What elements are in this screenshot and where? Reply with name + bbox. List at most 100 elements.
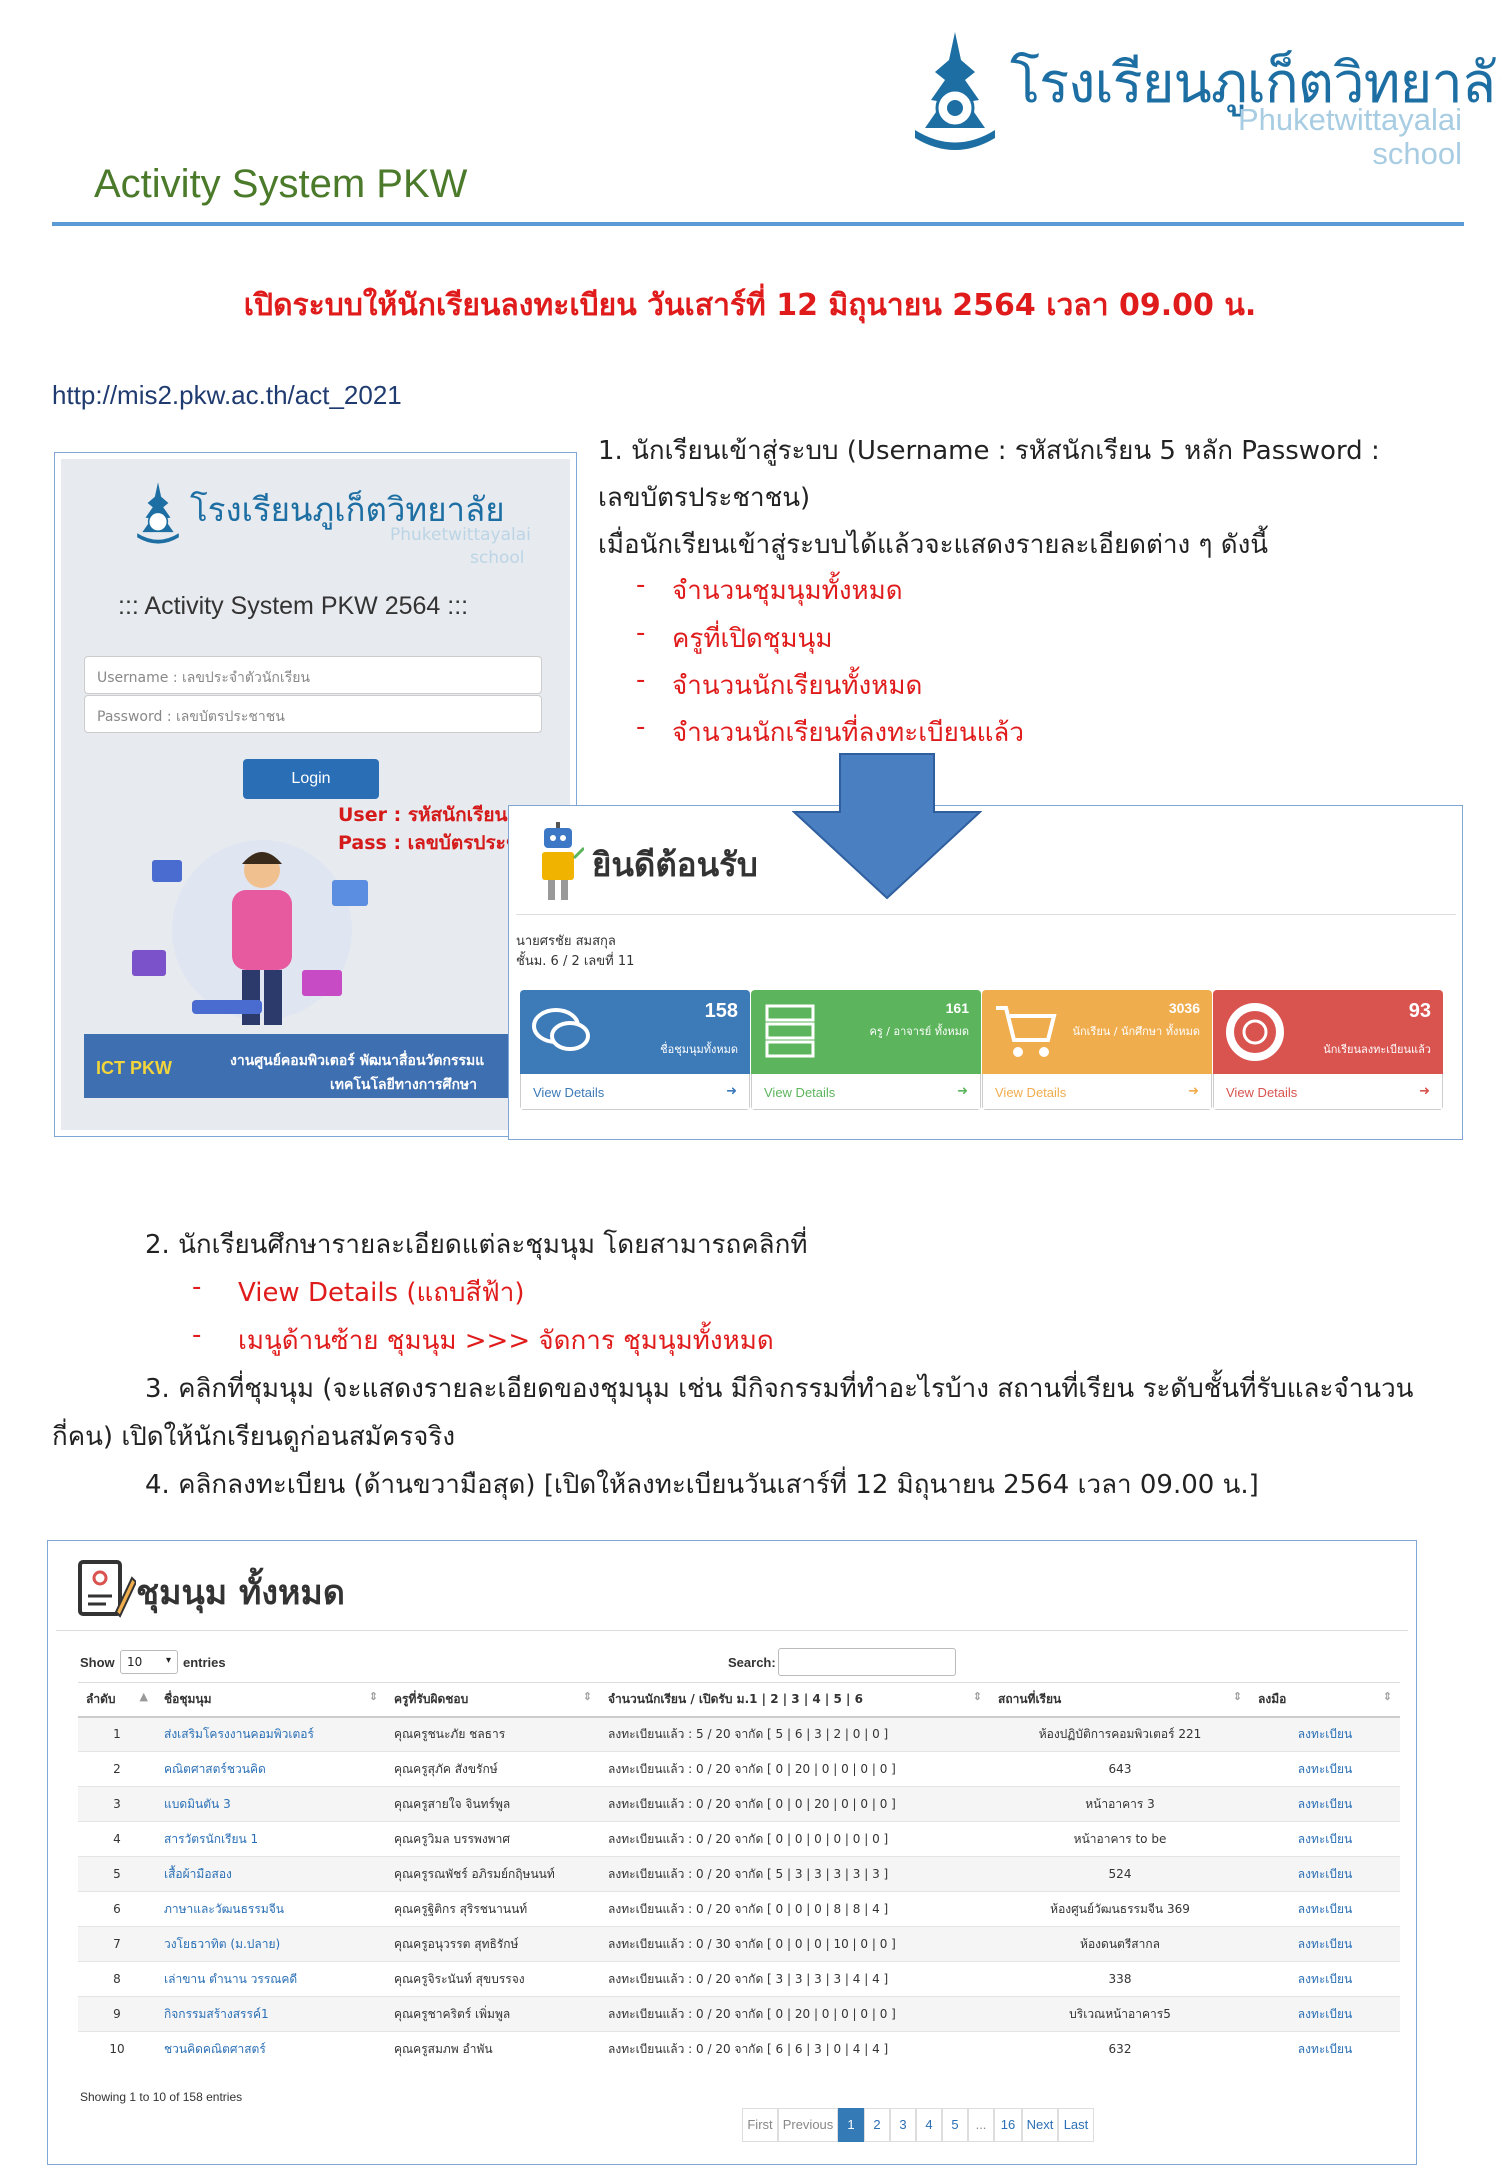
club-name-link[interactable]: ชวนคิดคณิตศาสตร์ bbox=[156, 2031, 386, 2067]
step1-bullet-dash: - bbox=[636, 570, 646, 600]
chat-bubbles-icon bbox=[532, 1008, 590, 1051]
register-link[interactable]: ลงทะเบียน bbox=[1250, 1891, 1400, 1927]
stat-card-value: 158 bbox=[704, 1000, 738, 1022]
pagination-item[interactable]: Previous bbox=[778, 2108, 838, 2142]
column-header-teacher[interactable]: ครูที่รับผิดชอบ⇕ bbox=[386, 1682, 600, 1718]
step1-bullet-dash: - bbox=[636, 665, 646, 695]
username-input[interactable]: Username : เลขประจำตัวนักเรียน bbox=[84, 656, 542, 694]
register-link[interactable]: ลงทะเบียน bbox=[1250, 1716, 1400, 1752]
stat-card-teachers[interactable]: 161 ครู / อาจารย์ ทั้งหมด View Details ➜ bbox=[751, 990, 981, 1110]
column-header-club[interactable]: ชื่อชุมนุม⇕ bbox=[156, 1682, 386, 1718]
register-link[interactable]: ลงทะเบียน bbox=[1250, 1856, 1400, 1892]
pagination-item[interactable]: 4 bbox=[916, 2108, 942, 2142]
club-name-link[interactable]: ภาษาและวัฒนธรรมจีน bbox=[156, 1891, 386, 1927]
login-school-english-2: school bbox=[470, 548, 525, 568]
club-name-link[interactable]: กิจกรรมสร้างสรรค์1 bbox=[156, 1996, 386, 2032]
pagination-item[interactable]: First bbox=[742, 2108, 778, 2142]
login-school-name: โรงเรียนภูเก็ตวิทยาลัย bbox=[190, 490, 505, 529]
club-name-link[interactable]: เสื้อผ้ามือสอง bbox=[156, 1856, 386, 1892]
system-url[interactable]: http://mis2.pkw.ac.th/act_2021 bbox=[52, 380, 402, 410]
register-link[interactable]: ลงทะเบียน bbox=[1250, 1961, 1400, 1997]
view-details-link[interactable]: View Details ➜ bbox=[520, 1074, 750, 1110]
column-header-location[interactable]: สถานที่เรียน⇕ bbox=[990, 1682, 1250, 1718]
view-details-link[interactable]: View Details ➜ bbox=[751, 1074, 981, 1110]
column-header-students[interactable]: จำนวนนักเรียน / เปิดรับ ม.1 | 2 | 3 | 4 … bbox=[600, 1682, 990, 1718]
row-index: 5 bbox=[78, 1856, 156, 1892]
stat-card-value: 93 bbox=[1408, 1000, 1431, 1022]
title-divider bbox=[52, 222, 1464, 226]
club-name-link[interactable]: เล่าขาน ตำนาน วรรณคดี bbox=[156, 1961, 386, 1997]
club-name-link[interactable]: ส่งเสริมโครงงานคอมพิวเตอร์ bbox=[156, 1716, 386, 1752]
sort-icon: ⇕ bbox=[1382, 1689, 1392, 1703]
view-details-link[interactable]: View Details ➜ bbox=[1213, 1074, 1443, 1110]
school-name-english-2: school bbox=[1372, 136, 1462, 171]
stat-card-label: นักเรียนลงทะเบียนแล้ว bbox=[1323, 1043, 1431, 1056]
password-input[interactable]: Password : เลขบัตรประชาชน bbox=[84, 695, 542, 733]
enrollment-status: ลงทะเบียนแล้ว : 0 / 20 จากัด [ 5 | 3 | 3… bbox=[600, 1856, 990, 1892]
step1-bullet-4: จำนวนนักเรียนที่ลงทะเบียนแล้ว bbox=[672, 718, 1024, 748]
column-header-action[interactable]: ลงมือ⇕ bbox=[1250, 1682, 1400, 1718]
club-name-link[interactable]: สารวัตรนักเรียน 1 bbox=[156, 1821, 386, 1857]
register-link[interactable]: ลงทะเบียน bbox=[1250, 1786, 1400, 1822]
column-header-index[interactable]: ลำดับ▲ bbox=[78, 1682, 156, 1718]
club-location: 643 bbox=[990, 1751, 1250, 1787]
welcome-title: ยินดีต้อนรับ bbox=[592, 845, 758, 884]
enrollment-status: ลงทะเบียนแล้ว : 0 / 20 จากัด [ 6 | 6 | 3… bbox=[600, 2031, 990, 2067]
entries-select[interactable]: 10 ▾ bbox=[120, 1650, 178, 1674]
club-name-link[interactable]: คณิตศาสตร์ชวนคิด bbox=[156, 1751, 386, 1787]
pagination-item[interactable]: 5 bbox=[942, 2108, 968, 2142]
step1-bullet-dash: - bbox=[636, 712, 646, 742]
teacher-name: คุณครูสุภัค สังขรักษ์ bbox=[386, 1751, 600, 1787]
teacher-name: คุณครูสมภพ อำพัน bbox=[386, 2031, 600, 2067]
register-link[interactable]: ลงทะเบียน bbox=[1250, 1751, 1400, 1787]
club-location: 338 bbox=[990, 1961, 1250, 1997]
register-link[interactable]: ลงทะเบียน bbox=[1250, 1821, 1400, 1857]
register-link[interactable]: ลงทะเบียน bbox=[1250, 2031, 1400, 2067]
login-system-title: ::: Activity System PKW 2564 ::: bbox=[118, 592, 469, 620]
school-logo bbox=[905, 30, 1465, 170]
clubs-divider bbox=[56, 1630, 1408, 1631]
club-name-link[interactable]: วงโยธวาทิต (ม.ปลาย) bbox=[156, 1926, 386, 1962]
pagination-item[interactable]: 2 bbox=[864, 2108, 890, 2142]
register-link[interactable]: ลงทะเบียน bbox=[1250, 1926, 1400, 1962]
developer-illustration-icon bbox=[132, 840, 368, 1025]
document-title: Activity System PKW bbox=[94, 162, 468, 206]
view-details-link[interactable]: View Details ➜ bbox=[982, 1074, 1212, 1110]
enrollment-status: ลงทะเบียนแล้ว : 0 / 20 จากัด [ 0 | 0 | 2… bbox=[600, 1786, 990, 1822]
stat-card-students[interactable]: 3036 นักเรียน / นักศึกษา ทั้งหมด View De… bbox=[982, 990, 1212, 1110]
register-link[interactable]: ลงทะเบียน bbox=[1250, 1996, 1400, 2032]
pagination-item[interactable]: Last bbox=[1058, 2108, 1094, 2142]
row-index: 4 bbox=[78, 1821, 156, 1857]
step2-line: 2. นักเรียนศึกษารายละเอียดแต่ละชุมนุม โด… bbox=[145, 1230, 808, 1260]
pagination-item[interactable]: 16 bbox=[994, 2108, 1022, 2142]
chevron-down-icon: ▾ bbox=[165, 1655, 171, 1666]
enrollment-status: ลงทะเบียนแล้ว : 0 / 20 จากัด [ 0 | 0 | 0… bbox=[600, 1821, 990, 1857]
lifebuoy-icon bbox=[1226, 1003, 1284, 1061]
search-input[interactable] bbox=[778, 1648, 956, 1676]
view-details-label: View Details bbox=[995, 1085, 1067, 1100]
student-class: ชั้นม. 6 / 2 เลขที่ 11 bbox=[516, 954, 635, 969]
pagination-item[interactable]: Next bbox=[1022, 2108, 1058, 2142]
entries-select-value: 10 bbox=[127, 1655, 143, 1669]
pagination-item[interactable]: 1 bbox=[838, 2108, 864, 2142]
enrollment-status: ลงทะเบียนแล้ว : 5 / 20 จากัด [ 5 | 6 | 3… bbox=[600, 1716, 990, 1752]
step1-line2: เลขบัตรประชาชน) bbox=[598, 483, 811, 513]
login-button[interactable]: Login bbox=[243, 759, 379, 799]
sort-icon: ⇕ bbox=[1232, 1689, 1242, 1703]
login-school-english-1: Phuketwittayalai bbox=[390, 525, 531, 545]
stat-card-registered[interactable]: 93 นักเรียนลงทะเบียนแล้ว View Details ➜ bbox=[1213, 990, 1443, 1110]
ict-pkw-brand: ICT PKW bbox=[96, 1058, 172, 1078]
stat-card-clubs[interactable]: 158 ชื่อชุมนุมทั้งหมด View Details ➜ bbox=[520, 990, 750, 1110]
pagination-item[interactable]: 3 bbox=[890, 2108, 916, 2142]
club-name-link[interactable]: แบดมินตัน 3 bbox=[156, 1786, 386, 1822]
